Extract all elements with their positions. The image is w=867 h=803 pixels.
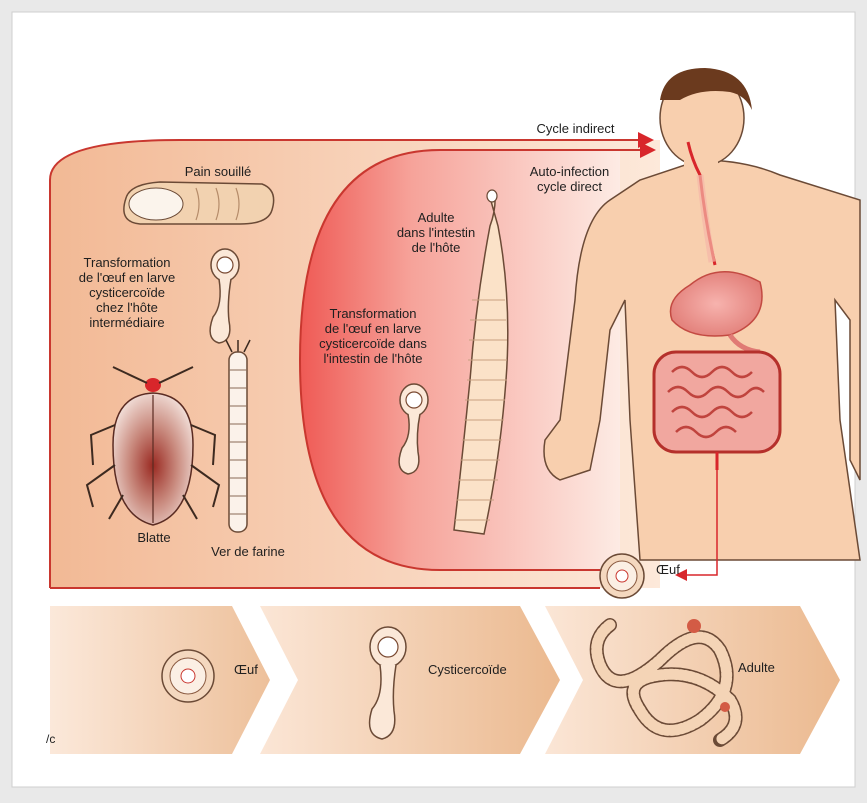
- corner-mark: /c: [46, 732, 76, 747]
- stage-oeuf-label: Œuf: [234, 662, 294, 677]
- ver-de-farine-label: Ver de farine: [198, 544, 298, 559]
- bread-icon: [124, 182, 274, 224]
- stage-cysticercoide-label: Cysticercoïde: [428, 662, 548, 677]
- transformation-intestin-label: Transformation de l'œuf en larve cystice…: [298, 306, 448, 366]
- transformation-intermediaire-label: Transformation de l'œuf en larve cystice…: [52, 255, 202, 330]
- adulte-intestin-label: Adulte dans l'intestin de l'hôte: [372, 210, 500, 255]
- pain-souille-label: Pain souillé: [158, 164, 278, 179]
- oeuf-cycle-label: Œuf: [656, 562, 716, 577]
- mealworm-icon: [226, 340, 250, 532]
- egg-icon: [600, 554, 644, 598]
- stage-egg-icon: [162, 650, 214, 702]
- cycle-indirect-label: Cycle indirect: [503, 121, 648, 136]
- auto-infection-label: Auto-infection cycle direct: [497, 164, 642, 194]
- stage-adulte-label: Adulte: [738, 660, 818, 675]
- blatte-label: Blatte: [124, 530, 184, 545]
